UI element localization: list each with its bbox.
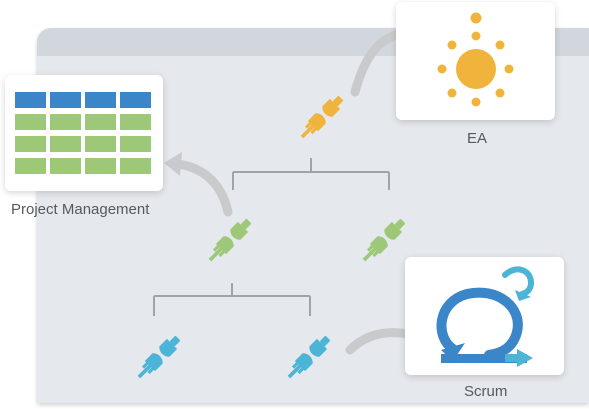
project-management-card <box>5 75 163 191</box>
ea-card <box>396 2 555 120</box>
plug-icon <box>204 215 255 266</box>
plug-icon <box>358 215 409 266</box>
project-management-label: Project Management <box>11 201 150 218</box>
arrow-to-scrum <box>345 328 413 355</box>
connector-lines <box>153 158 390 316</box>
arrow-to-project-management <box>173 159 233 217</box>
arrow-heads <box>164 22 423 347</box>
scrum-label: Scrum <box>464 383 508 400</box>
sun-icon <box>437 12 514 107</box>
curved-arrows <box>173 29 413 355</box>
plug-icon <box>283 332 334 383</box>
scrum-cycle-icon <box>436 266 535 367</box>
plug-icon <box>296 92 347 143</box>
ea-label: EA <box>467 130 488 147</box>
plug-icon <box>133 332 184 383</box>
arrow-to-ea <box>350 29 405 97</box>
scrum-card <box>405 257 564 375</box>
table-icon <box>15 92 151 174</box>
